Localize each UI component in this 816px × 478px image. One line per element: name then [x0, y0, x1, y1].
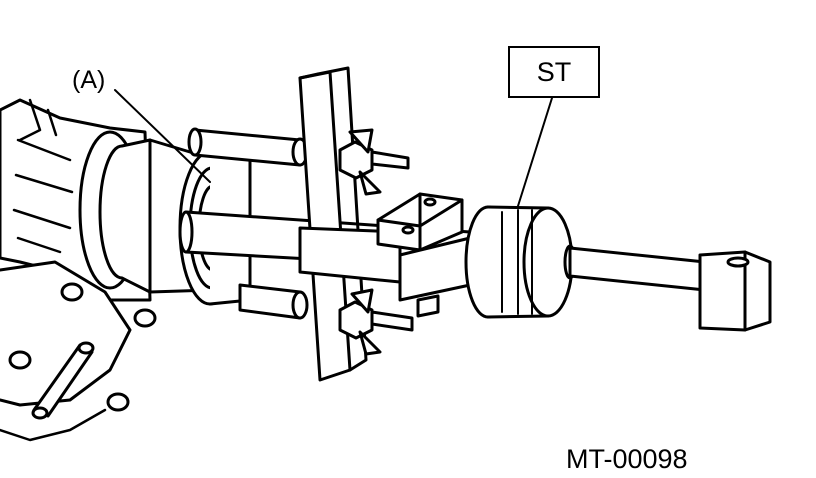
figure-code: MT-00098 [566, 444, 688, 474]
special-tool-label: ST [508, 46, 600, 98]
leader-lines [114, 89, 553, 207]
slide-rod-handle [568, 246, 772, 332]
sliding-hammer [464, 205, 577, 319]
part-a-label: (A) [72, 66, 106, 94]
puller-crossbar [298, 66, 368, 382]
bolt-heads [8, 282, 157, 412]
adapter-block [298, 192, 472, 318]
puller-rods [187, 127, 309, 320]
wing-nuts [338, 128, 414, 356]
